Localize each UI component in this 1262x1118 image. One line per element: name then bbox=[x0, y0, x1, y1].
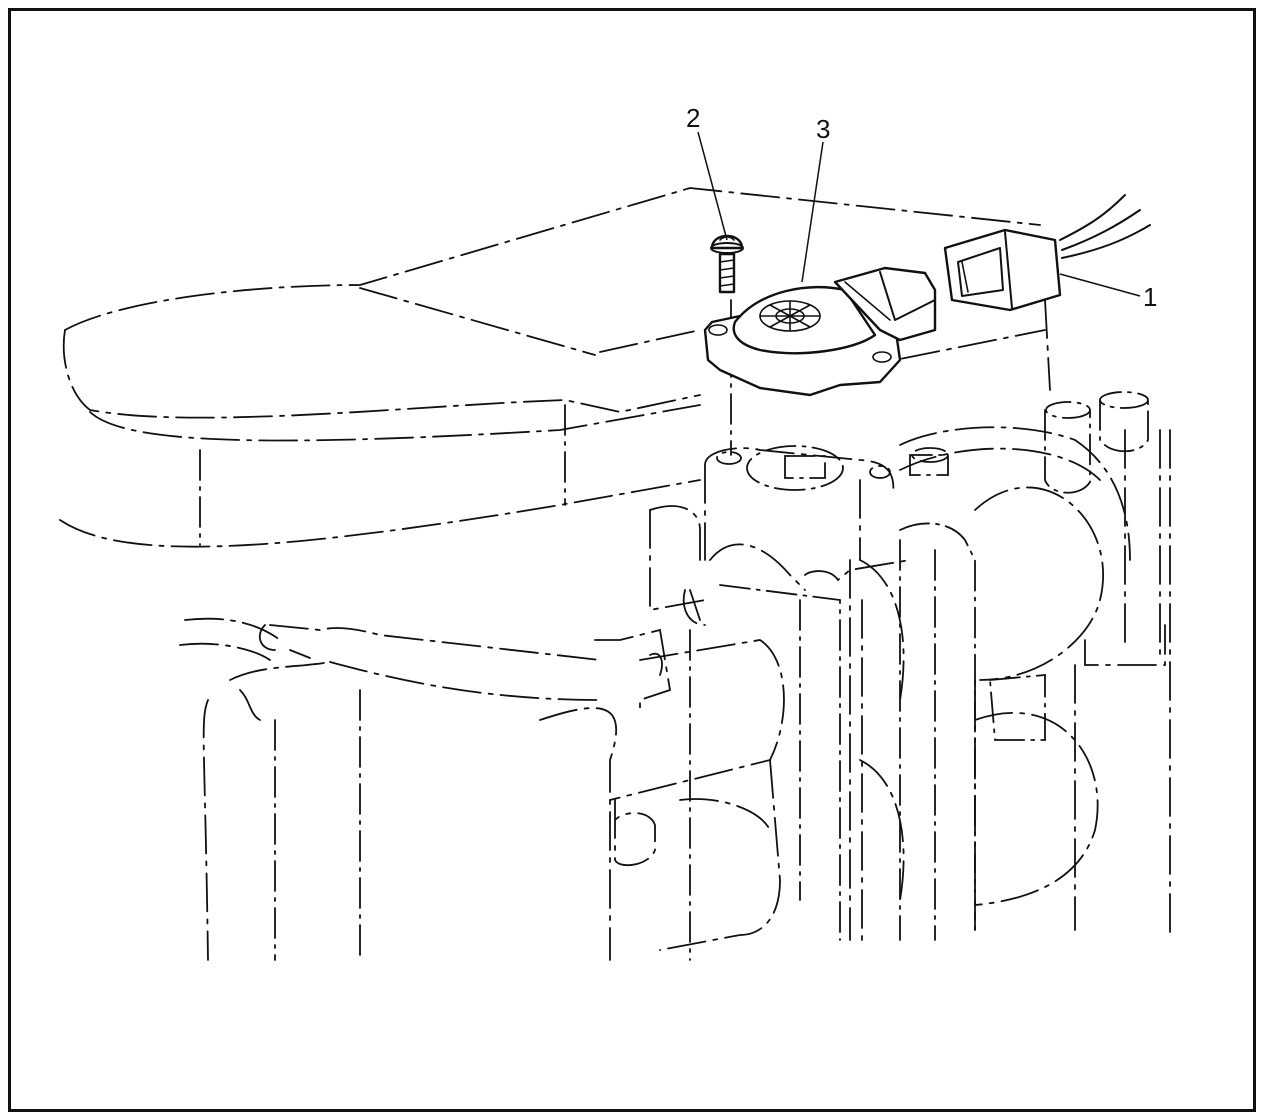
callout-label-2: 2 bbox=[686, 103, 700, 133]
leader-line-2 bbox=[697, 131, 728, 241]
callout-label-1: 1 bbox=[1143, 282, 1157, 312]
leader-line-1 bbox=[1059, 273, 1141, 297]
phantom-throttle-body bbox=[594, 391, 1171, 961]
connector-plug bbox=[943, 194, 1151, 312]
phantom-intake-housing bbox=[59, 187, 1051, 548]
phantom-air-hose bbox=[179, 617, 618, 961]
figure-frame bbox=[8, 8, 1256, 1112]
throttle-position-sensor bbox=[703, 266, 937, 397]
callout-label-3: 3 bbox=[816, 114, 830, 144]
leader-line-3 bbox=[801, 141, 824, 283]
mounting-screw bbox=[710, 234, 744, 294]
